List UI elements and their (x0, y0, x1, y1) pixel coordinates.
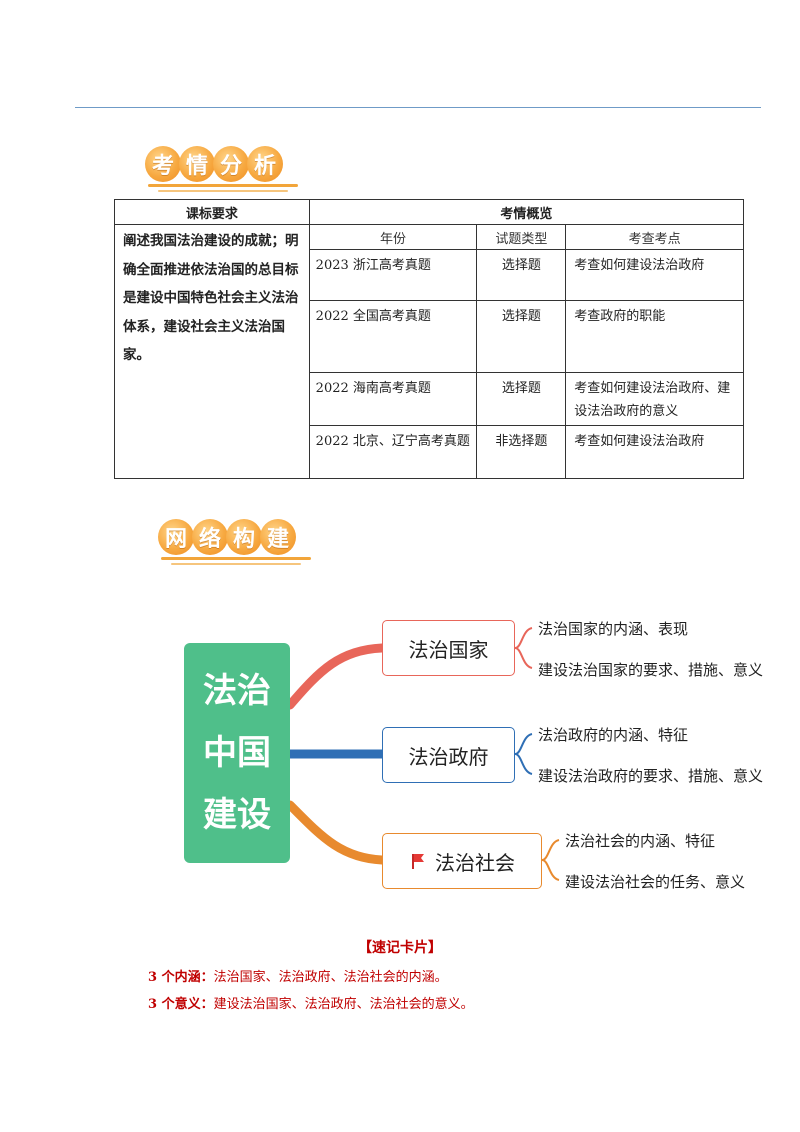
mind-map-root: 法治 中国 建设 (184, 643, 290, 863)
root-text-line: 中国 (203, 733, 271, 773)
memory-card-label: 3 个意义： (148, 997, 214, 1012)
heading-char: 情 (179, 146, 215, 182)
subheader-type: 试题类型 (476, 224, 567, 250)
node-label: 法治社会 (435, 850, 515, 875)
requirement-text: 阐述我国法治建设的成就；明确全面推进依法治国的总目标是建设中国特色社会主义法治体… (114, 224, 310, 479)
table-row: 2022 全国高考真题 选择题 考查政府的职能 (115, 300, 744, 373)
cell-type: 选择题 (476, 372, 567, 426)
cell-type: 非选择题 (476, 425, 567, 479)
cell-year: 2022 北京、辽宁高考真题 (308, 425, 478, 479)
leaf-item: 法治国家的内涵、表现 (538, 620, 689, 638)
leaf-item: 建设法治社会的任务、意义 (565, 873, 746, 891)
table-row: 2022 海南高考真题 选择题 考查如何建设法治政府、建设法治政府的意义 (115, 372, 744, 426)
heading-char: 构 (226, 519, 262, 555)
heading-char: 考 (145, 146, 181, 182)
leaf-item: 建设法治国家的要求、措施、意义 (538, 661, 764, 679)
leaf-item: 建设法治政府的要求、措施、意义 (538, 767, 764, 785)
table-row: 2022 北京、辽宁高考真题 非选择题 考查如何建设法治政府 (115, 425, 744, 479)
node-rule-of-law-society: 法治社会 (382, 833, 542, 889)
cell-point: 考查如何建设法治政府 (565, 425, 744, 479)
memory-card-line: 3 个内涵：法治国家、法治政府、法治社会的内涵。 (148, 966, 448, 985)
cell-year: 2022 海南高考真题 (308, 372, 478, 426)
red-flag-icon (412, 854, 424, 869)
cell-year: 2023 浙江高考真题 (308, 249, 478, 301)
node-label: 法治国家 (408, 637, 489, 662)
node-rule-of-law-state: 法治国家 (382, 620, 515, 676)
header-requirement: 课标要求 (114, 199, 310, 225)
heading-char: 建 (260, 519, 296, 555)
cell-type: 选择题 (476, 300, 567, 373)
header-divider (75, 107, 761, 108)
cell-point: 考查政府的职能 (565, 300, 744, 373)
heading-underline (158, 190, 288, 192)
subheader-point: 考查考点 (565, 224, 744, 250)
heading-underline (171, 563, 301, 565)
heading-underline (148, 184, 298, 187)
heading-char: 分 (213, 146, 249, 182)
table-row: 2023 浙江高考真题 选择题 考查如何建设法治政府 (115, 249, 744, 301)
heading-char: 络 (192, 519, 228, 555)
cell-point: 考查如何建设法治政府 (565, 249, 744, 301)
root-text-line: 建设 (203, 795, 271, 835)
node-label: 法治政府 (408, 744, 489, 769)
heading-char: 网 (158, 519, 194, 555)
leaf-item: 法治社会的内涵、特征 (565, 832, 716, 850)
node-rule-of-law-government: 法治政府 (382, 727, 515, 783)
cell-type: 选择题 (476, 249, 567, 301)
heading-underline (161, 557, 311, 560)
root-text-line: 法治 (203, 671, 271, 711)
exam-overview-table: 课标要求 考情概览 阐述我国法治建设的成就；明确全面推进依法治国的总目标是建设中… (114, 199, 745, 479)
leaf-item: 法治政府的内涵、特征 (538, 726, 689, 744)
heading-char: 析 (247, 146, 283, 182)
memory-card-label: 3 个内涵： (148, 970, 214, 985)
cell-year: 2022 全国高考真题 (308, 300, 478, 373)
memory-card-text: 建设法治国家、法治政府、法治社会的意义。 (213, 997, 474, 1012)
memory-card-text: 法治国家、法治政府、法治社会的内涵。 (213, 970, 448, 985)
memory-card-line: 3 个意义：建设法治国家、法治政府、法治社会的意义。 (148, 993, 474, 1012)
cell-point: 考查如何建设法治政府、建设法治政府的意义 (565, 372, 744, 426)
memory-card-title: 【速记卡片】 (358, 940, 442, 956)
